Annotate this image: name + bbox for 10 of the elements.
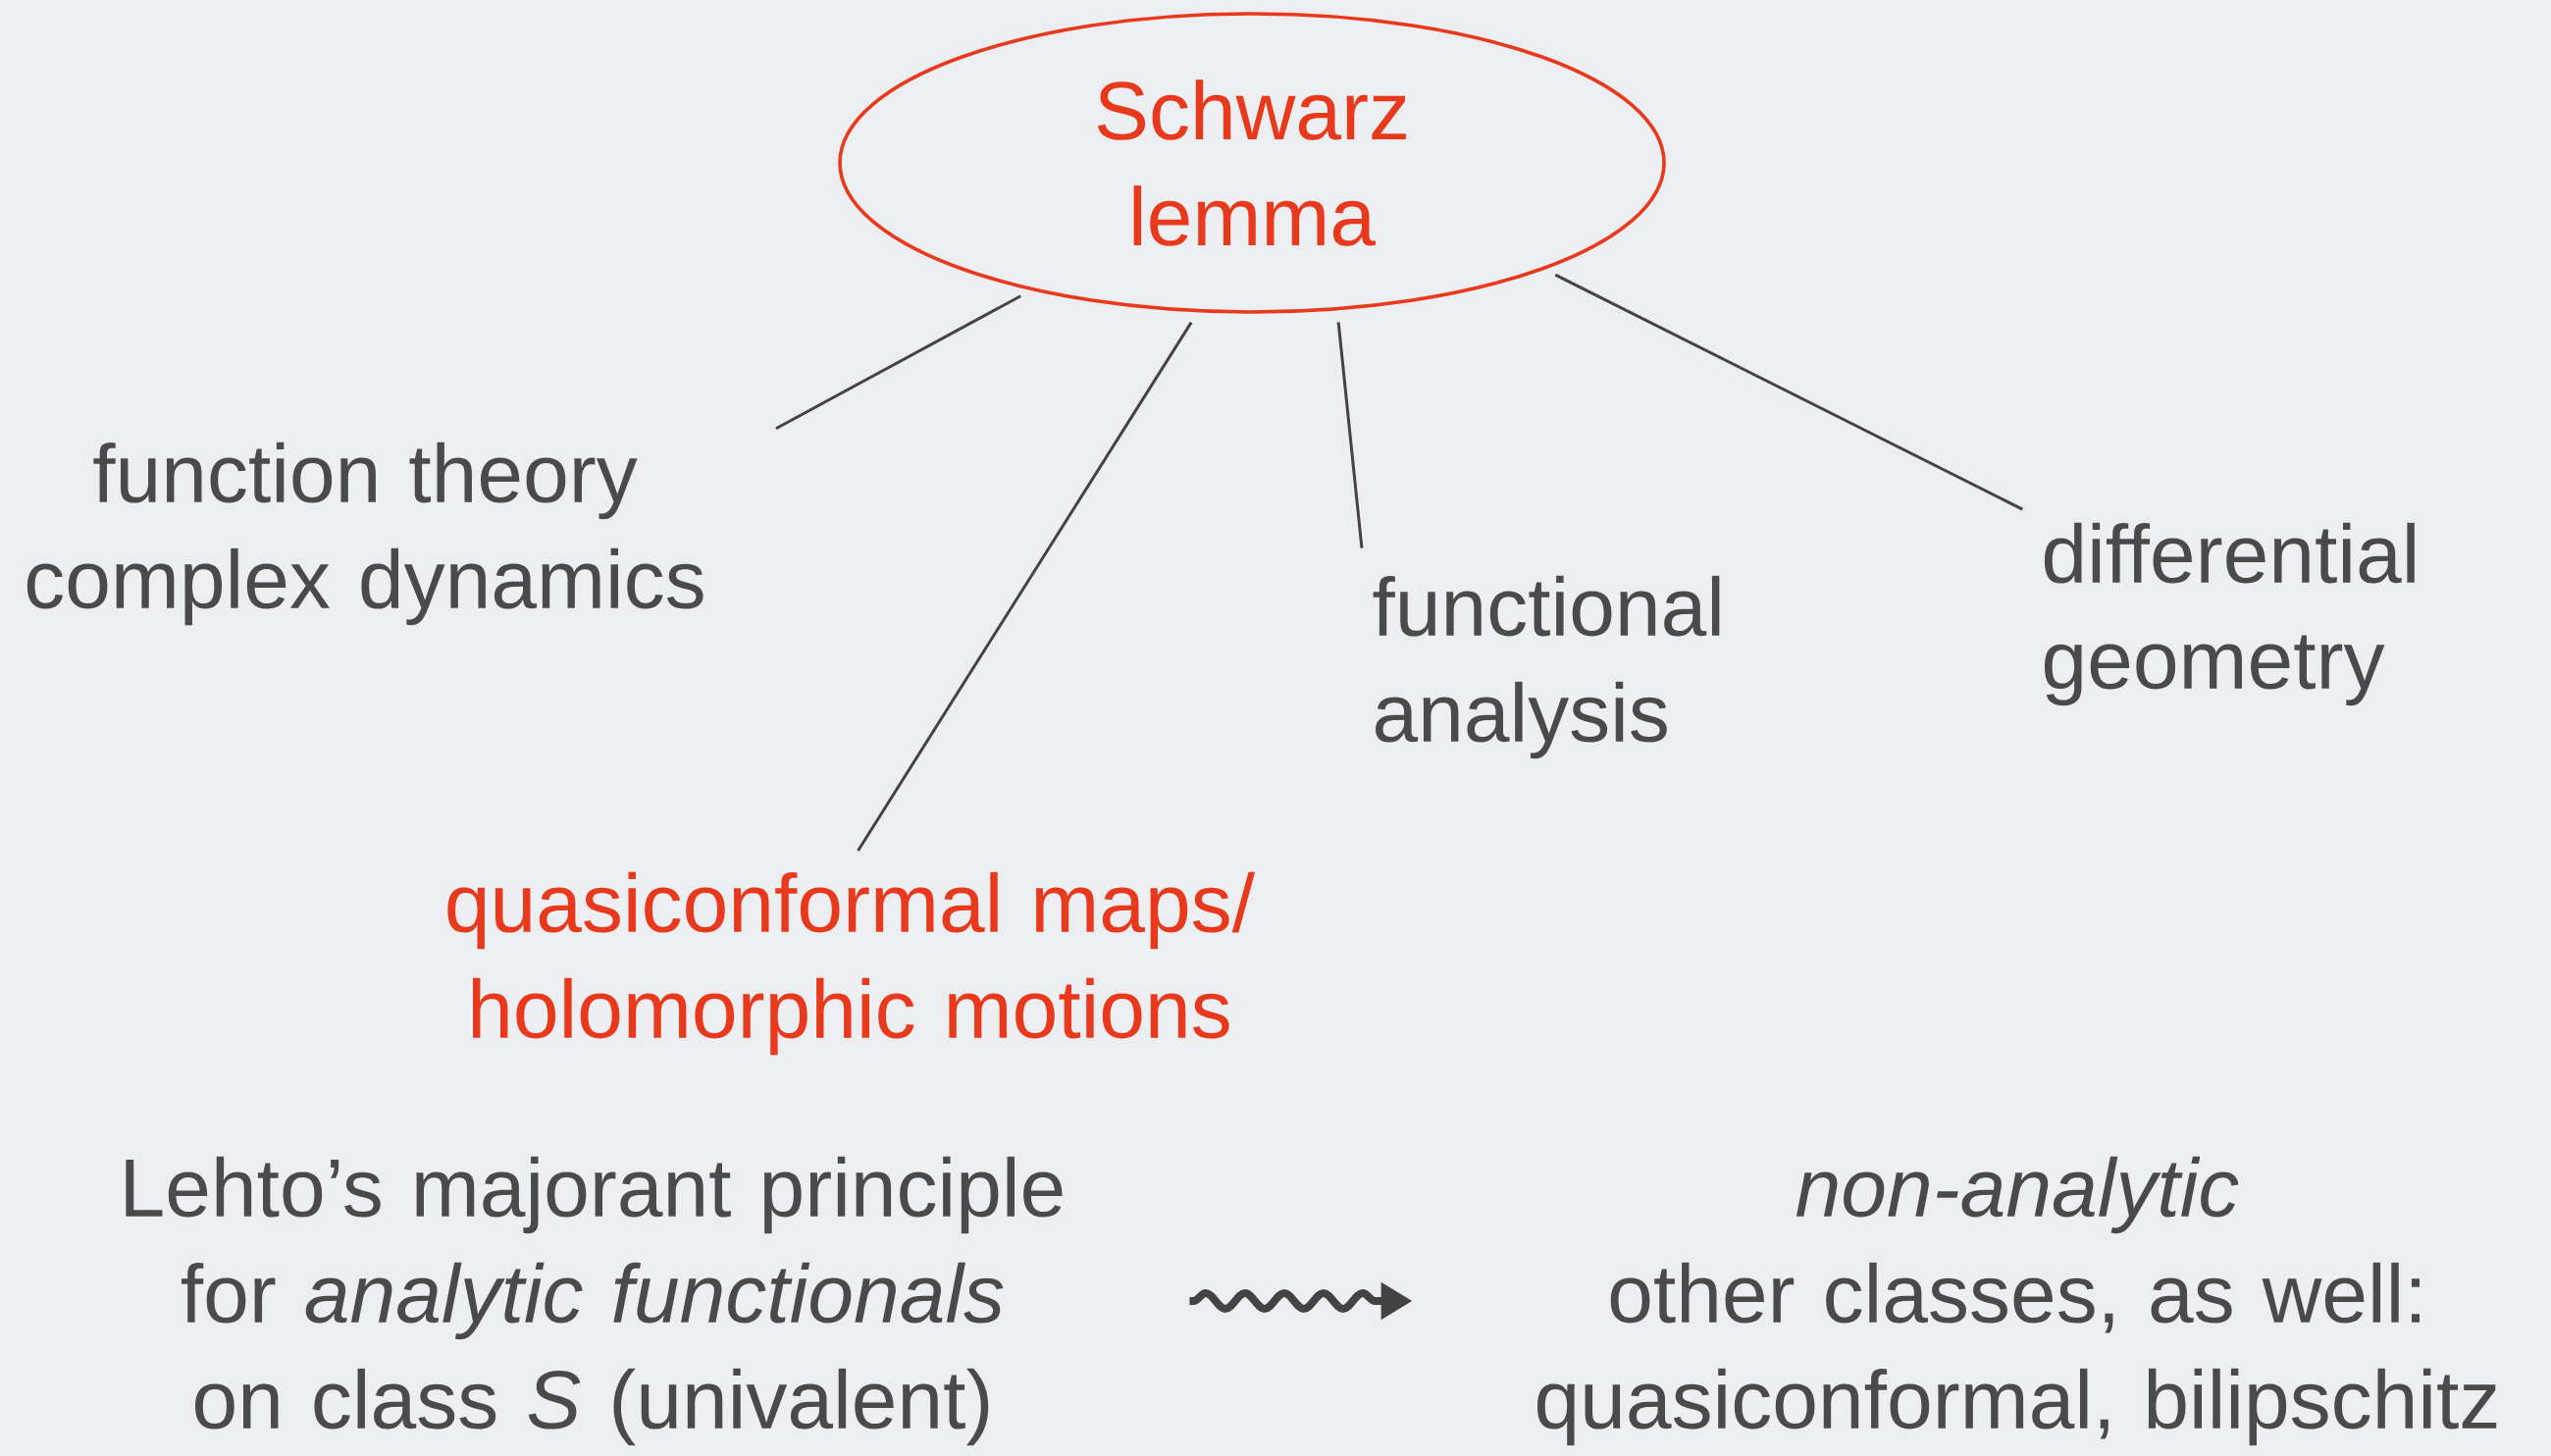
connector-line [857, 321, 1193, 852]
paragraph-text: Lehto’s majorant principle for analytic functionals on class S (univalent) [126, 1156, 1063, 1446]
topic-label: quasiconformal maps/ holomorphic motions [447, 871, 1256, 1056]
connector-line [1554, 273, 2023, 511]
connector-line [1336, 322, 1364, 548]
topic-label: functional analysis [1373, 575, 1720, 759]
paragraph-text: non-analytic other classes, as well: quasiconformal, bilipschitz [1537, 1156, 2497, 1446]
topic-label: function theory complex dynamics [26, 442, 703, 626]
connector-line [775, 294, 1021, 431]
topic-label: differential geometry [2044, 522, 2415, 706]
